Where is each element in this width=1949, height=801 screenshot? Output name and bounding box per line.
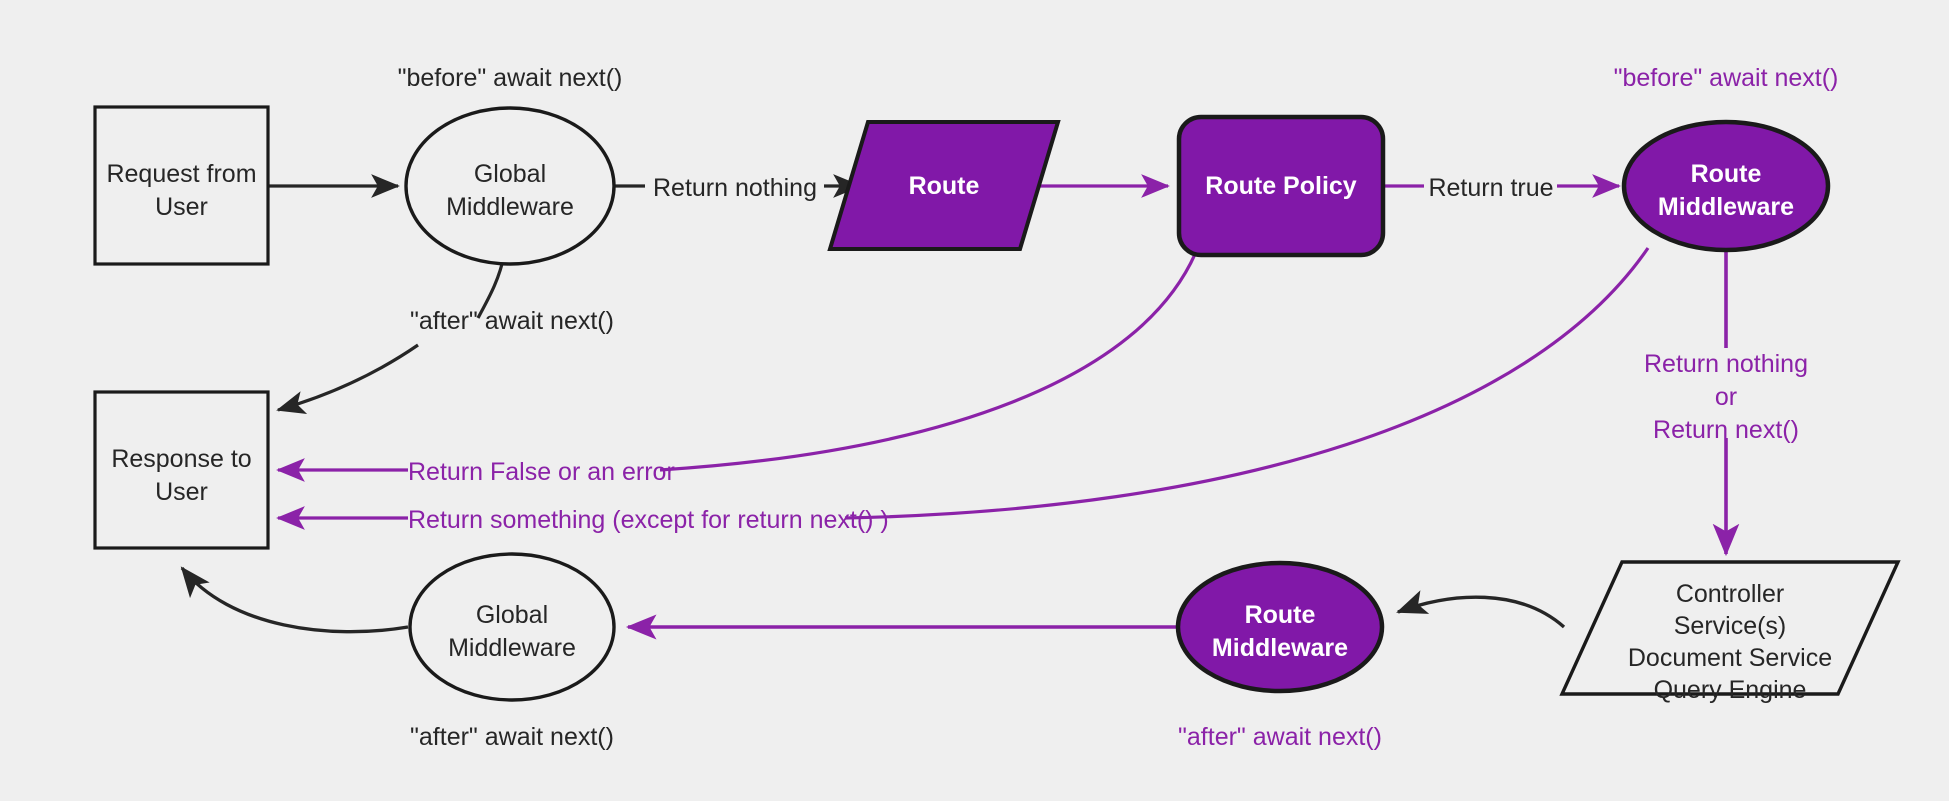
edge-route-middleware-to-response-return-something	[276, 247, 1650, 530]
node-controller-stack[interactable]	[1559, 560, 1901, 696]
node-route[interactable]	[827, 120, 1061, 251]
edge-route-policy-to-response-return-false	[276, 251, 1198, 482]
node-route-middleware-top[interactable]	[1621, 119, 1831, 253]
edge-controller-to-route-middleware-bottom	[1396, 590, 1566, 629]
node-route-middleware-bottom[interactable]	[1175, 560, 1385, 694]
node-global-middleware-top[interactable]	[404, 106, 616, 266]
node-request-from-user[interactable]	[93, 105, 270, 266]
edge-global-middleware-top-to-response	[276, 250, 507, 414]
edge-global-middleware-bottom-to-response	[180, 566, 409, 634]
node-response-to-user[interactable]	[93, 390, 270, 550]
node-route-policy[interactable]	[1176, 114, 1386, 258]
node-global-middleware-bottom[interactable]	[408, 552, 616, 702]
